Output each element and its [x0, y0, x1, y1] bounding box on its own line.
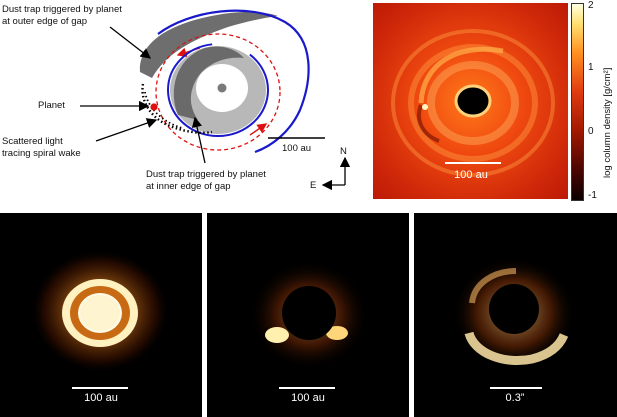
- label-planet: Planet: [38, 100, 65, 111]
- observation-panel-1: 100 au: [0, 213, 202, 417]
- colorbar-title: log column density [g/cm²]: [602, 67, 613, 178]
- panel1-scale-label: 100 au: [84, 392, 118, 404]
- colorbar-tick-2: 2: [588, 0, 594, 11]
- planet-marker: [150, 103, 158, 111]
- compass-n-label: N: [340, 146, 347, 157]
- panel3-scale-label: 0.3”: [505, 392, 525, 404]
- label-scattered-light: Scattered light tracing spiral wake: [2, 136, 81, 159]
- inner-blue-ring: [167, 43, 269, 137]
- sim-scale-label: 100 au: [454, 169, 488, 181]
- compass-e-label: E: [310, 180, 317, 191]
- density-map: [373, 3, 568, 199]
- schematic-scale-label: 100 au: [282, 143, 312, 154]
- label-inner-trap: Dust trap triggered by planet at inner e…: [146, 169, 266, 192]
- label-outer-trap: Dust trap triggered by planet at outer e…: [2, 4, 122, 27]
- outer-dust-trap-arc: [139, 12, 278, 78]
- observation-panel-2: 100 au: [207, 213, 409, 417]
- colorbar: [571, 3, 584, 201]
- observation-panel-3: 0.3”: [414, 213, 617, 417]
- red-dashed-orbit: [155, 33, 281, 151]
- colorbar-tick-neg1: -1: [588, 190, 597, 201]
- outer-blue-spiral: [157, 9, 310, 154]
- inner-dust-trap: [173, 46, 244, 120]
- schematic-diagram: [80, 9, 351, 191]
- panel2-scale-label: 100 au: [291, 392, 325, 404]
- inner-disk-core: [217, 83, 227, 93]
- simulation-density-panel: 100 au: [373, 3, 568, 199]
- colorbar-tick-0: 0: [588, 126, 594, 137]
- colorbar-tick-1: 1: [588, 62, 594, 73]
